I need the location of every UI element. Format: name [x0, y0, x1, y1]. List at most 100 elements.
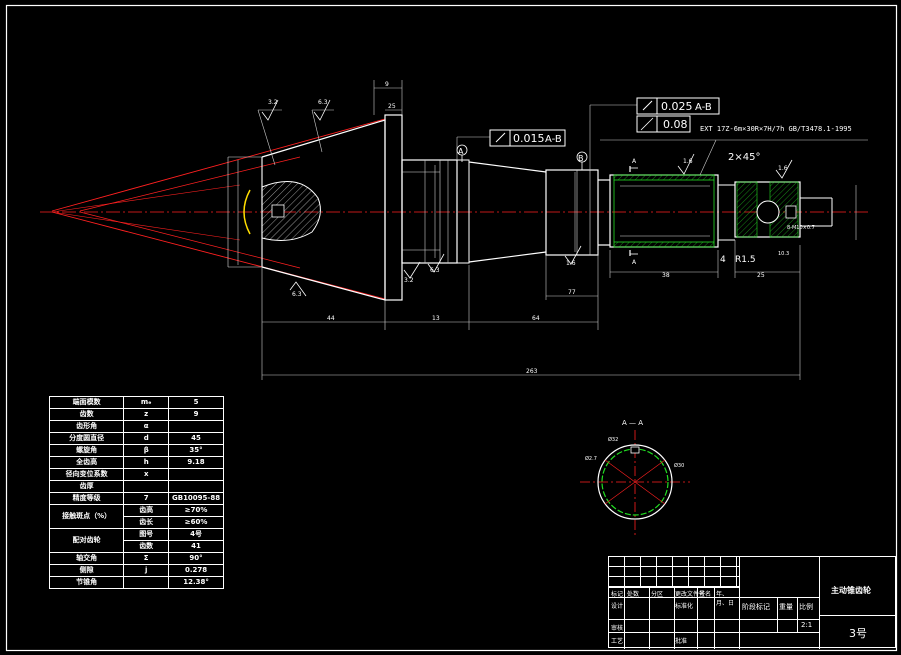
tb-design: 设计 — [611, 603, 624, 610]
dim-thread: 8-M10×0.7 — [787, 225, 815, 231]
roughness-8: 3.2 — [404, 277, 414, 284]
dim-77: 77 — [568, 289, 576, 296]
dimension-texts: 44 13 64 77 38 25 263 9 25 R1.5 4 8-M10×… — [327, 81, 815, 375]
tb-count: 处数 — [627, 591, 640, 598]
section-cut-markers: A A — [629, 158, 638, 266]
param-value: 9.18 — [168, 456, 224, 469]
param-sub: 齿长 — [123, 516, 170, 529]
roughness-6: 1.6 — [566, 260, 576, 267]
dim-four: 4 — [720, 255, 726, 265]
tb-sign: 签名 — [699, 591, 712, 598]
cut-mark-top: A — [632, 158, 637, 165]
param-symbol — [123, 576, 170, 589]
runout-2-value: 0.025 — [661, 100, 693, 113]
dim-25: 25 — [757, 272, 765, 279]
param-value: 0.278 — [168, 564, 224, 577]
param-symbol: β — [123, 444, 170, 457]
pitch-cone — [51, 118, 386, 300]
section-label-2: Ø2.7 — [585, 455, 597, 462]
param-symbol: j — [123, 564, 170, 577]
param-value: GB10095-88 — [168, 492, 224, 505]
param-symbol: h — [123, 456, 170, 469]
param-value: 9 — [168, 408, 224, 421]
param-symbol: x — [123, 468, 170, 481]
drawing-frame — [5, 4, 898, 652]
dim-radius: R1.5 — [735, 255, 756, 265]
cylindricity-value: 0.08 — [663, 118, 688, 131]
param-sub: 齿高 — [123, 504, 170, 517]
roughness-1: 3.2 — [268, 99, 278, 106]
spline-note: EXT 17Z-6m×30R×7H/7h GB/T3478.1-1995 — [700, 125, 852, 133]
param-value: 4号 — [168, 528, 224, 541]
section-title: A — A — [622, 419, 643, 427]
tb-scale-value: 2:1 — [801, 621, 813, 629]
chamfer-note: 2×45° — [728, 152, 760, 163]
param-name: 径向变位系数 — [48, 468, 125, 481]
hub-flange — [384, 114, 470, 301]
param-name: 齿厚 — [48, 480, 125, 493]
param-name: 节锥角 — [48, 576, 125, 589]
tb-part-name: 主动锥齿轮 — [831, 586, 871, 595]
param-name: 端面模数 — [48, 396, 125, 409]
param-name: 螺旋角 — [48, 444, 125, 457]
param-value: 5 — [168, 396, 224, 409]
shaft-taper — [468, 161, 610, 263]
param-sub: 图号 — [123, 528, 170, 541]
param-symbol: α — [123, 420, 170, 433]
runout-2-ref: A-B — [695, 102, 712, 113]
roughness-4: 6.3 — [292, 291, 302, 298]
dim-64: 64 — [532, 315, 540, 322]
param-sub: 齿数 — [123, 540, 170, 553]
param-row: 齿厚 — [48, 480, 224, 493]
tb-process: 工艺 — [611, 638, 624, 645]
runout-frame-1: 0.015 A-B — [489, 129, 566, 147]
param-value: ≥70% — [168, 504, 224, 517]
thread-end — [718, 181, 833, 241]
roughness-marks: 3.2 6.3 1.6 6.3 6.3 1.6 1.6 3.2 — [261, 99, 793, 298]
dim-13: 13 — [432, 315, 440, 322]
section-label-3: Ø30 — [674, 462, 684, 469]
param-value: 90° — [168, 552, 224, 565]
param-symbol: z — [123, 408, 170, 421]
tb-approve: 批准 — [675, 638, 688, 645]
param-symbol: mₑ — [123, 396, 170, 409]
section-label-1: Ø32 — [608, 436, 618, 443]
runout-1-ref: A-B — [545, 134, 562, 145]
param-value: 45 — [168, 432, 224, 445]
param-name: 齿形角 — [48, 420, 125, 433]
tb-marks: 标记 — [611, 591, 624, 598]
param-row: 节锥角 12.38° — [48, 576, 224, 589]
param-name: 全齿高 — [48, 456, 125, 469]
roughness-7: 1.6 — [778, 165, 788, 172]
datum-b: B — [576, 151, 588, 170]
dim-overall: 263 — [526, 368, 538, 375]
tb-change: 更改文件号 — [675, 591, 706, 598]
param-value: 12.38° — [168, 576, 224, 589]
param-value — [168, 468, 224, 481]
dim-38: 38 — [662, 272, 670, 279]
tooth-key — [271, 204, 285, 218]
param-symbol — [123, 480, 170, 493]
param-group-label: 接触斑点（%） — [48, 504, 125, 529]
spline-section — [609, 174, 719, 248]
param-value: 35° — [168, 444, 224, 457]
tb-std: 标准化 — [675, 603, 694, 610]
tb-review: 审核 — [611, 625, 624, 632]
tb-scale-label: 比例 — [799, 603, 813, 611]
roughness-5: 6.3 — [430, 267, 440, 274]
param-name: 侧隙 — [48, 564, 125, 577]
runout-frame-2: 0.025 A-B 0.08 — [636, 97, 720, 133]
tb-weight-label: 重量 — [779, 603, 793, 611]
tb-drawing-no: 3号 — [849, 627, 867, 640]
